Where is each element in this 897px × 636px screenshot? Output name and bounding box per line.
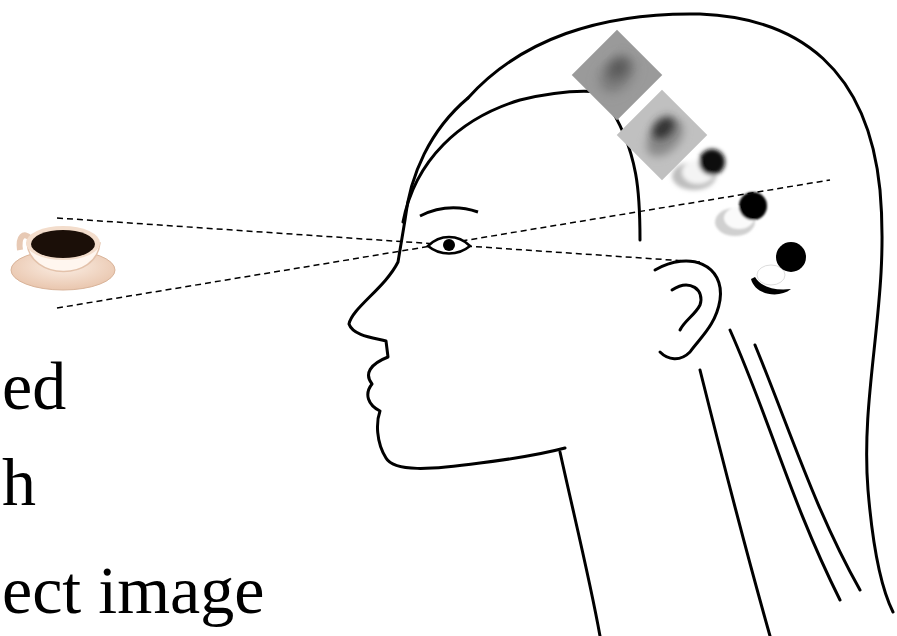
head-outline <box>349 14 893 636</box>
text-fragment: ed <box>2 352 66 420</box>
text-fragment: h <box>2 448 36 516</box>
coffee-cup <box>11 226 115 290</box>
sight-line <box>57 180 830 308</box>
text-fragment: ect image <box>2 556 264 624</box>
brain-image-stage <box>572 30 806 295</box>
eye <box>420 208 478 254</box>
